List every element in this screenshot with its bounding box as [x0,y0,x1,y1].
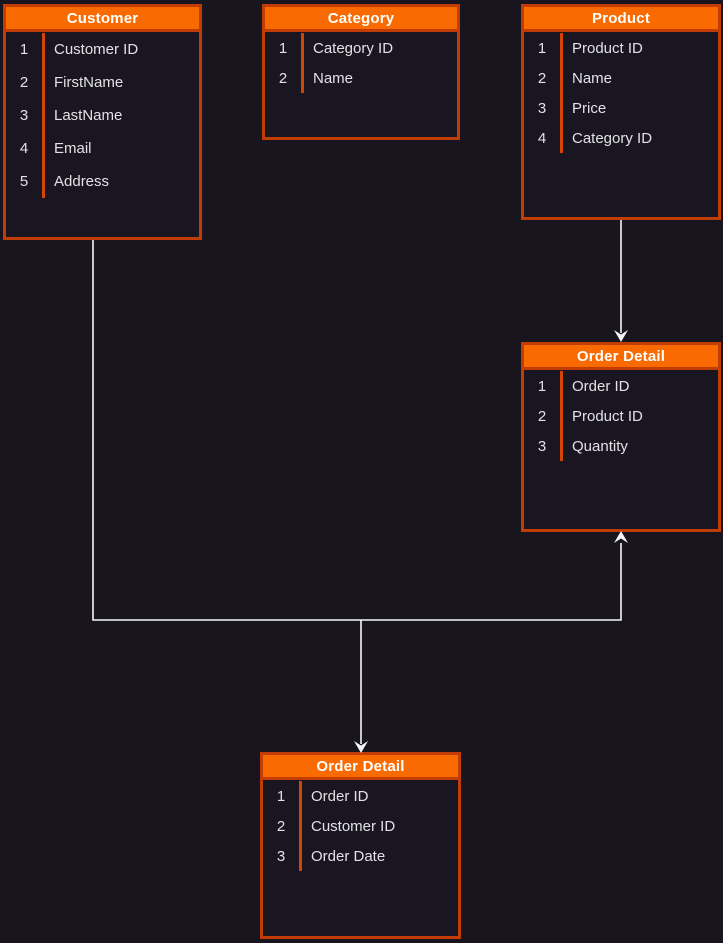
field-row: 3 LastName [6,99,199,132]
field-number: 3 [524,93,563,123]
field-row: 1 Product ID [524,33,718,63]
table-product-title: Product [524,7,718,32]
field-number: 3 [263,841,302,871]
table-category[interactable]: Category 1 Category ID 2 Name [262,4,460,140]
field-name: Price [572,99,607,117]
field-number: 4 [6,132,45,165]
field-number: 5 [6,165,45,198]
field-row: 3 Quantity [524,431,718,461]
field-number: 2 [265,63,304,93]
field-row: 2 Customer ID [263,811,458,841]
field-number: 2 [6,66,45,99]
arrowhead-down-icon [354,741,368,753]
field-row: 4 Email [6,132,199,165]
field-name: Name [313,69,354,87]
field-row: 2 Name [265,63,457,93]
field-number: 1 [524,371,563,401]
table-product-fields: 1 Product ID 2 Name 3 Price 4 Category ID [524,32,718,153]
field-number: 1 [265,33,304,63]
connector-customer-to-order-detail-bottom[interactable] [354,620,368,753]
field-row: 5 Address [6,165,199,198]
connector-product-to-order-detail[interactable] [614,220,628,342]
field-row: 4 Category ID [524,123,718,153]
connector-customer-to-order-detail-right[interactable] [92,240,628,621]
field-name: Order Date [311,847,386,865]
field-number: 2 [263,811,302,841]
field-name: FirstName [54,74,124,91]
table-order-detail-right-fields: 1 Order ID 2 Product ID 3 Quantity [524,370,718,461]
field-name: Address [54,173,110,190]
field-row: 3 Price [524,93,718,123]
table-customer[interactable]: Customer 1 Customer ID 2 FirstName 3 LastName… [3,4,202,240]
table-category-title: Category [265,7,457,32]
field-row: 2 Product ID [524,401,718,431]
field-name: Product ID [572,407,643,425]
field-number: 1 [524,33,563,63]
field-name: Product ID [572,39,643,57]
field-number: 1 [6,33,45,66]
field-number: 3 [524,431,563,461]
field-name: Name [572,69,613,87]
field-row: 2 FirstName [6,66,199,99]
field-name: LastName [54,107,123,124]
table-order-detail-bottom[interactable]: Order Detail 1 Order ID 2 Customer ID 3 Order… [260,752,461,939]
field-row: 1 Customer ID [6,33,199,66]
field-number: 1 [263,781,302,811]
field-number: 3 [6,99,45,132]
field-name: Customer ID [311,817,396,835]
field-name: Category ID [572,129,653,147]
table-order-detail-bottom-fields: 1 Order ID 2 Customer ID 3 Order Date [263,780,458,871]
field-name: Order ID [311,787,369,805]
field-name: Customer ID [54,41,139,58]
field-row: 2 Name [524,63,718,93]
field-name: Category ID [313,39,394,57]
field-number: 4 [524,123,563,153]
field-row: 1 Order ID [524,371,718,401]
field-name: Email [54,140,92,157]
field-name: Order ID [572,377,630,395]
field-row: 1 Category ID [265,33,457,63]
table-customer-fields: 1 Customer ID 2 FirstName 3 LastName 4 Email 5 Ad… [6,32,199,198]
field-number: 2 [524,401,563,431]
field-row: 1 Order ID [263,781,458,811]
field-row: 3 Order Date [263,841,458,871]
field-number: 2 [524,63,563,93]
table-order-detail-right-title: Order Detail [524,345,718,370]
arrowhead-up-icon [614,531,628,543]
table-order-detail-right[interactable]: Order Detail 1 Order ID 2 Product ID 3 Quanti… [521,342,721,532]
table-product[interactable]: Product 1 Product ID 2 Name 3 Price 4 Category … [521,4,721,220]
arrowhead-down-icon [614,330,628,342]
field-name: Quantity [572,437,628,455]
table-order-detail-bottom-title: Order Detail [263,755,458,780]
table-customer-title: Customer [6,7,199,32]
table-category-fields: 1 Category ID 2 Name [265,32,457,93]
